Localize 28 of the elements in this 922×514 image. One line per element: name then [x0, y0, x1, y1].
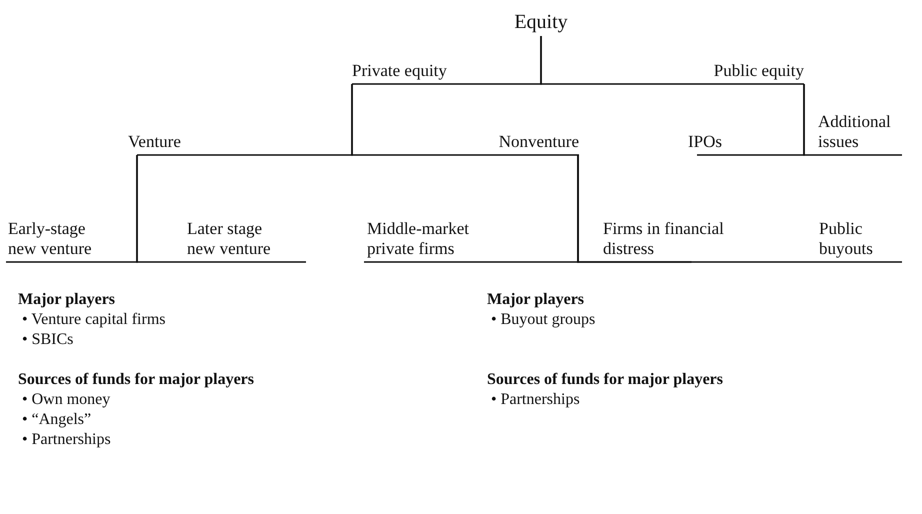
tree-connector [136, 155, 306, 263]
section-heading: Major players [487, 290, 584, 309]
category-label: Venture [128, 109, 221, 155]
category-label: Equity [500, 0, 582, 36]
bullet-item: • “Angels” [21, 410, 92, 429]
tree-connector [577, 155, 902, 263]
tree-connector [540, 36, 804, 85]
bullet-item: • Buyout groups [490, 310, 596, 329]
tree-connector [803, 84, 902, 156]
bullet-item: • Venture capital firms [21, 310, 166, 329]
section-heading: Major players [18, 290, 116, 309]
bullet-item: • Own money [21, 390, 110, 409]
category-label: Public equity [660, 38, 804, 84]
section-heading: Sources of funds for major players [18, 370, 254, 389]
bullet-item: • Partnerships [21, 430, 111, 449]
category-label: Nonventure [440, 109, 579, 155]
bullet-item: • SBICs [21, 330, 74, 349]
category-label: Middle-market private firms [364, 216, 573, 262]
tree-connector [351, 84, 579, 156]
category-label: Later stage new venture [137, 216, 306, 262]
category-label: Firms in financial distress [583, 216, 800, 262]
category-label: Additional issues [806, 109, 902, 155]
bullet-item: • Partnerships [490, 390, 580, 409]
category-label: IPOs [688, 109, 751, 155]
category-label: Early-stage new venture [6, 216, 137, 262]
category-label: Private equity [352, 38, 500, 84]
category-label: Public buyouts [800, 216, 902, 262]
section-heading: Sources of funds for major players [487, 370, 723, 389]
